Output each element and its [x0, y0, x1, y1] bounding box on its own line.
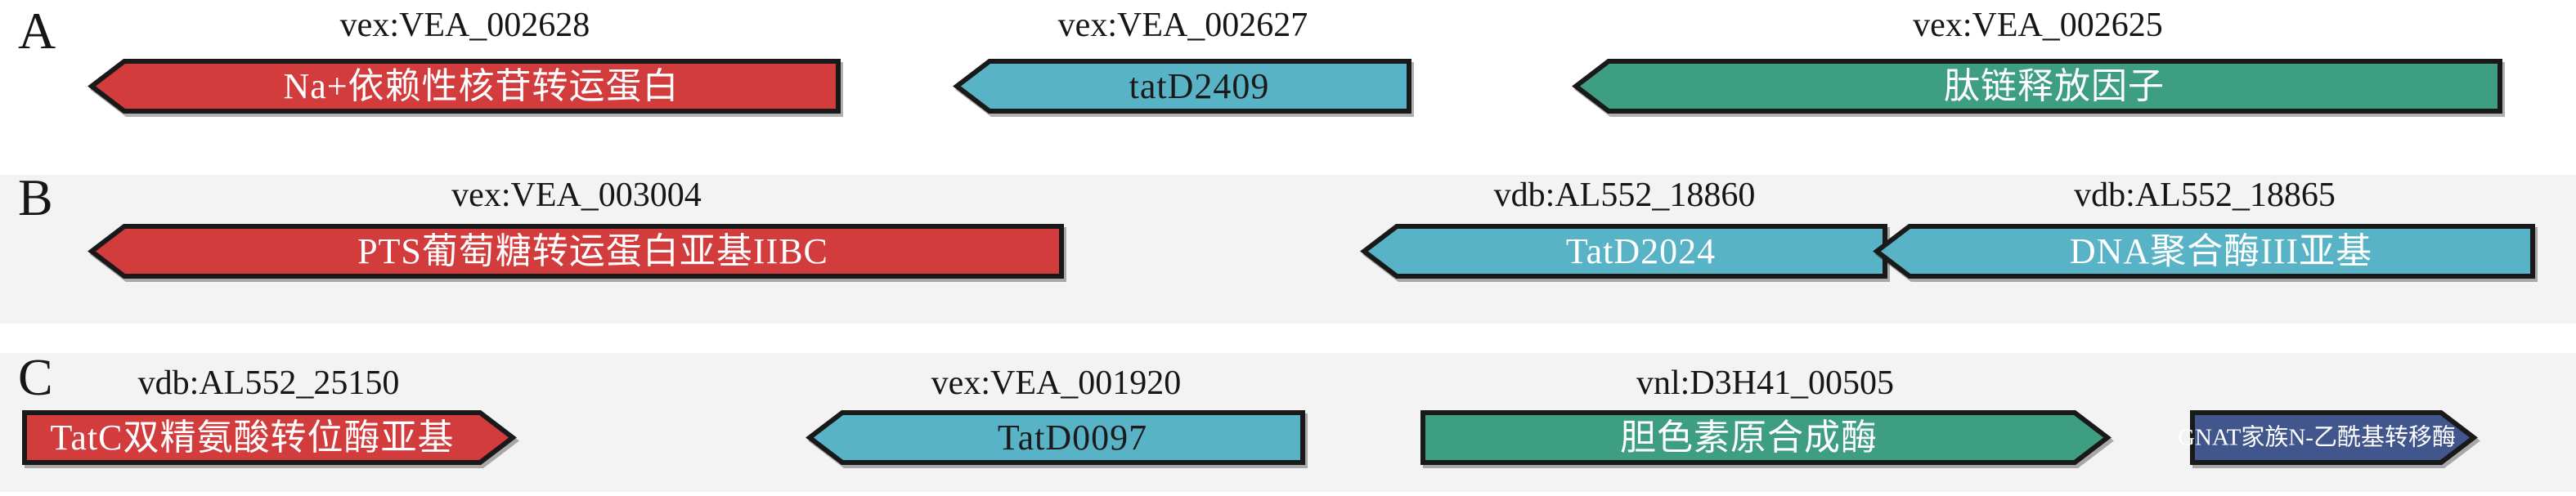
gene-name-label: TatD2024 — [1565, 230, 1717, 271]
gene-arrow-left — [1873, 224, 2535, 279]
gene-arrow-left — [1572, 59, 2502, 114]
locus-label: vex:VEA_003004 — [451, 177, 702, 214]
locus-label: vex:VEA_001920 — [931, 364, 1182, 402]
gene-name-label: GNAT家族N-乙酰基转移酶 — [2178, 424, 2456, 450]
locus-label: vnl:D3H41_00505 — [1636, 364, 1894, 402]
panel-letter-c: C — [18, 348, 53, 406]
panel-letter-a: A — [18, 2, 56, 60]
gene-arrow-left — [953, 59, 1411, 114]
gene-name-label: 胆色素原合成酶 — [1620, 417, 1878, 458]
gene-arrow-left — [88, 224, 1064, 279]
gene-name-label: DNA聚合酶III亚基 — [2069, 230, 2373, 271]
gene-name-label: tatD2409 — [1129, 65, 1270, 106]
gene-name-label: 肽链释放因子 — [1944, 65, 2165, 106]
panel-letter-b: B — [18, 168, 53, 226]
gene-name-label: TatD0097 — [997, 417, 1148, 458]
gene-arrow-right — [1420, 410, 2112, 465]
locus-label: vdb:AL552_18860 — [1493, 177, 1756, 214]
gene-arrow-right — [2190, 410, 2478, 465]
gene-name-label: PTS葡萄糖转运蛋白亚基IIBC — [357, 230, 828, 271]
gene-arrow-left — [806, 410, 1305, 465]
gene-name-label: Na+依赖性核苷转运蛋白 — [283, 65, 680, 106]
locus-label: vdb:AL552_18865 — [2074, 177, 2336, 214]
locus-label: vex:VEA_002625 — [1913, 7, 2163, 44]
gene-name-label: TatC双精氨酸转位酶亚基 — [50, 417, 455, 458]
locus-label: vex:VEA_002628 — [339, 7, 590, 44]
locus-label: vex:VEA_002627 — [1057, 7, 1308, 44]
locus-label: vdb:AL552_25150 — [137, 364, 400, 402]
gene-arrow-left — [88, 59, 841, 114]
gene-arrow-right — [22, 410, 517, 465]
